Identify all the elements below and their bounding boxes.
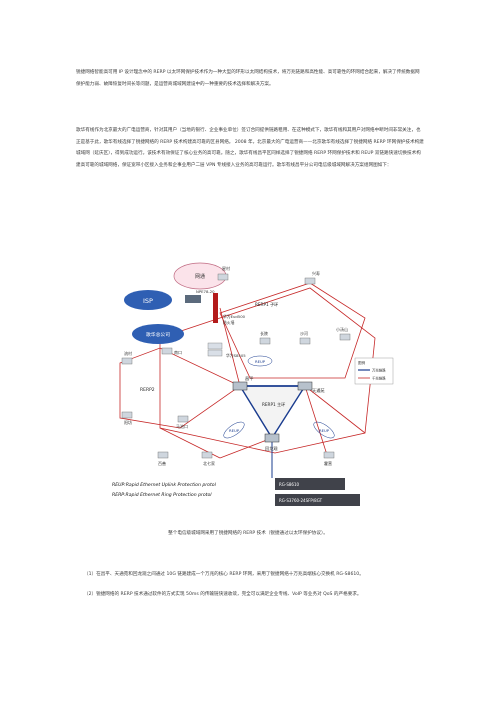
switch-icon: [207, 342, 223, 350]
link-line: [304, 385, 366, 434]
svg-text:小汤山: 小汤山: [336, 326, 348, 332]
legend: 图例 万兆链路 千兆链路: [354, 357, 394, 385]
node-xiaotangshan: 小汤山: [336, 326, 351, 341]
node-beiqijia: 北七家: [201, 451, 215, 466]
sub-ring-rerp1: [219, 282, 366, 379]
reup-badge: [223, 421, 245, 439]
reup-badge: [247, 355, 273, 367]
node-baishan: 百善: [157, 451, 169, 466]
svg-text:阳坊: 阳坊: [124, 419, 132, 425]
svg-text:长陵: 长陵: [260, 330, 268, 336]
link-line: [219, 437, 273, 459]
node-yanshou: 兴寿: [304, 270, 320, 285]
ring-label-rerp1-sub: RERP1 子环: [255, 301, 278, 308]
hq-label: 歌华总公司: [146, 331, 170, 338]
isp-label: ISP: [143, 297, 153, 305]
list-item: （2）锐捷网络的 RERP 技术通过软件的方式实现 50ms 的传输链快速收敛，…: [84, 592, 362, 597]
protocol-note-rerp: RERP:Rapid Ethernet Ring Protection prot…: [112, 492, 212, 498]
body-paragraph: 歌华有线作为北京最大的广电运营商，针对其用户（当地的银行、企业事业单位）签订合同…: [76, 128, 424, 168]
hq-cloud-icon: [132, 324, 184, 344]
protocol-note-reup: REUP:Rapid Ethernet Uplink Protection pr…: [112, 482, 217, 488]
node-liulin: 流村: [121, 350, 133, 365]
intro-paragraph: 锐捷网络智能高可用 IP 设计理念中的 RERP 以太环网保护技术作为一种大型的…: [76, 70, 420, 87]
svg-text:昌平: 昌平: [245, 376, 253, 382]
node-nankou: 南口: [161, 347, 182, 355]
svg-text:万兆链路: 万兆链路: [372, 368, 386, 373]
figure-caption: 整个电信级城域网采用了锐捷网络的 RERP 技术（锐捷通过以太环保护协议）。: [168, 531, 328, 536]
ring-label-rerp2: RERP2: [140, 387, 155, 393]
isp-cloud-icon: [124, 290, 172, 310]
svg-text:马池口: 马池口: [176, 423, 188, 429]
svg-text:兴寿: 兴寿: [312, 270, 320, 276]
left-ring: [119, 347, 241, 429]
reup-label: REUP: [255, 359, 266, 364]
network-topology-diagram: 网通 ISP 歌华总公司 NPE78-20 华为Eud500 防火墙 华为S85…: [100, 248, 395, 513]
node-tiantongyuan: 天通苑: [297, 381, 325, 394]
svg-text:RG-S3760-24SFP/8GT: RG-S3760-24SFP/8GT: [279, 498, 323, 503]
reup-label: REUP: [319, 428, 330, 433]
svg-text:流村: 流村: [124, 350, 132, 356]
reup-badge: [313, 421, 335, 439]
device-core-switch: RG-S8610: [275, 478, 345, 490]
node-shahe: 沙河: [299, 330, 311, 345]
node-huilongguan: 回龙观: [264, 433, 280, 452]
svg-text:百善: 百善: [158, 460, 166, 466]
topology-svg: 网通 ISP 歌华总公司 NPE78-20 华为Eud500 防火墙 华为S85…: [112, 262, 394, 506]
svg-text:图例: 图例: [358, 360, 366, 365]
svg-text:沙河: 沙河: [300, 330, 308, 336]
npe-label: NPE78-20: [196, 289, 215, 294]
cloud-label: 网通: [195, 273, 205, 280]
svg-text:天通苑: 天通苑: [312, 387, 325, 394]
node-changping: 昌平: [232, 376, 253, 391]
firewall-label-2: 防火墙: [223, 320, 235, 325]
svg-text:南口: 南口: [174, 349, 182, 355]
list-item: （1）在昌平、天通苑和回龙观之间通过 10G 链路建成一个万兆的核心 RERP …: [84, 572, 364, 577]
node-gaoliying: 霍营: [323, 451, 335, 466]
link-line: [219, 307, 241, 387]
device-access-switch: RG-S3760-24SFP/8GT: [275, 494, 360, 506]
firewall-icon: [213, 293, 218, 323]
svg-text:北七家: 北七家: [203, 460, 215, 466]
node-machikou: 马池口: [176, 415, 189, 429]
svg-text:星村: 星村: [222, 265, 230, 271]
ring-label-rerp1-main: RERP1 主环: [262, 401, 285, 408]
svg-text:RG-S8610: RG-S8610: [279, 482, 299, 487]
node-liyu: 长陵: [259, 330, 271, 345]
core-ring-rerp1: [238, 385, 307, 440]
svg-text:回龙观: 回龙观: [265, 445, 278, 452]
reup-label: REUP: [229, 428, 240, 433]
huawei-label: 华为S8505: [226, 353, 246, 358]
svg-text:霍营: 霍营: [324, 460, 332, 466]
node-xingshou: 星村: [217, 265, 230, 281]
router-icon: [185, 295, 201, 303]
svg-text:千兆链路: 千兆链路: [372, 376, 386, 381]
node-yangfang: 阳坊: [121, 411, 133, 425]
switch-icon: [207, 349, 223, 357]
firewall-label: 华为Eud500: [223, 314, 246, 319]
